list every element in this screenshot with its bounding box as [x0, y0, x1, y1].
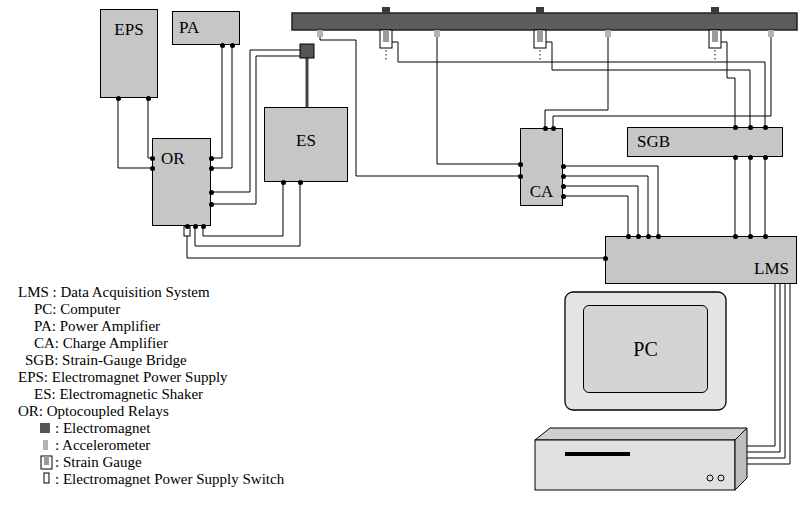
terminal-dot: [561, 174, 566, 179]
box-label: OR: [161, 149, 185, 169]
terminal-dot: [636, 234, 641, 239]
bridge-box: SGB: [627, 127, 783, 157]
terminal-dot: [193, 224, 198, 229]
terminal-dot: [201, 224, 206, 229]
terminal-dot: [543, 126, 548, 131]
abbreviation-text: PC: Computer: [34, 301, 120, 318]
abbreviation-text: PA: Power Amplifier: [34, 318, 160, 335]
terminal-dot: [561, 194, 566, 199]
terminal-dot: [748, 155, 753, 160]
terminal-dot: [150, 166, 155, 171]
shaker-stinger: [306, 58, 309, 107]
legend-swatch: [43, 440, 48, 450]
electromagnet-symbol: [300, 44, 314, 58]
legend-text: : Electromagnet: [55, 420, 150, 437]
wire: [118, 98, 152, 168]
terminal-dot: [146, 96, 151, 101]
terminal-dot: [209, 166, 214, 171]
terminal-dot: [748, 125, 753, 130]
terminal-dot: [209, 202, 214, 207]
terminal-dot: [220, 43, 225, 48]
computer-case-front: [535, 440, 735, 490]
terminal-dot: [209, 190, 214, 195]
strain-gauge-symbol: [534, 7, 546, 60]
terminal-dot: [656, 234, 661, 239]
terminal-dot: [230, 43, 235, 48]
strain-gauge-legend-symbol: [41, 456, 52, 469]
case-button: [707, 475, 713, 481]
terminal-dot: [185, 224, 190, 229]
monitor-screen: PC: [583, 305, 708, 393]
terminal-dot: [733, 155, 738, 160]
switch-legend-symbol: [44, 473, 49, 483]
box-label: PA: [179, 18, 199, 38]
box-label: PC: [633, 337, 657, 361]
terminal-dot: [603, 256, 608, 261]
legend-swatch: [40, 423, 50, 433]
box-label: ES: [296, 131, 316, 151]
charge-amplifier-box: CA: [520, 128, 563, 206]
legend-text: : Electromagnet Power Supply Switch: [55, 471, 284, 488]
terminal-dot: [551, 126, 556, 131]
terminal-dot: [646, 234, 651, 239]
abbreviation-text: CA: Charge Amplifier: [34, 335, 168, 352]
terminal-dot: [733, 125, 738, 130]
box-label: EPS: [114, 20, 143, 40]
abbreviation-text: ES: Electromagnetic Shaker: [34, 386, 203, 403]
terminal-dot: [748, 234, 753, 239]
computer-case-side: [735, 428, 747, 490]
terminal-dot: [518, 162, 523, 167]
terminal-dot: [116, 96, 121, 101]
computer-case-top: [535, 428, 747, 440]
strain-gauge-symbol: [380, 7, 392, 60]
shaker-box: ES: [264, 107, 348, 182]
monitor-frame: [565, 292, 726, 410]
terminal-dot: [763, 155, 768, 160]
relay-box: OR: [152, 138, 211, 226]
acquisition-box: LMS: [605, 236, 797, 284]
box-label: SGB: [637, 132, 670, 152]
terminal-dot: [733, 234, 738, 239]
amplifier-box: PA: [172, 11, 240, 45]
power-supply-box: EPS: [100, 9, 158, 98]
case-button: [718, 475, 724, 481]
wire: [211, 45, 232, 168]
beam: [292, 13, 797, 30]
abbreviation-text: EPS: Electromagnet Power Supply: [18, 369, 228, 386]
abbreviation-text: SGB: Strain-Gauge Bridge: [25, 352, 187, 369]
abbreviation-text: LMS : Data Acquisition System: [18, 284, 210, 301]
disk-drive-slot: [565, 452, 630, 456]
accelerometer-symbol: [317, 30, 774, 37]
terminal-dot: [561, 164, 566, 169]
terminal-dot: [298, 180, 303, 185]
abbreviation-text: OR: Optocoupled Relays: [18, 403, 169, 420]
legend-text: : Accelerometer: [55, 437, 150, 454]
box-label: CA: [530, 182, 554, 202]
strain-gauge-symbol: [709, 7, 721, 60]
wire: [563, 166, 658, 236]
terminal-dot: [763, 125, 768, 130]
terminal-dot: [150, 156, 155, 161]
box-label: LMS: [754, 259, 789, 279]
terminal-dot: [518, 174, 523, 179]
legend-text: : Strain Gauge: [55, 454, 142, 471]
terminal-dot: [763, 234, 768, 239]
terminal-dot: [281, 180, 286, 185]
wire: [187, 226, 605, 258]
sensor-wires: [211, 37, 771, 204]
terminal-dot: [626, 234, 631, 239]
terminal-dot: [209, 156, 214, 161]
terminal-dot: [561, 184, 566, 189]
computer-cables: [747, 284, 790, 464]
wire: [735, 157, 765, 236]
